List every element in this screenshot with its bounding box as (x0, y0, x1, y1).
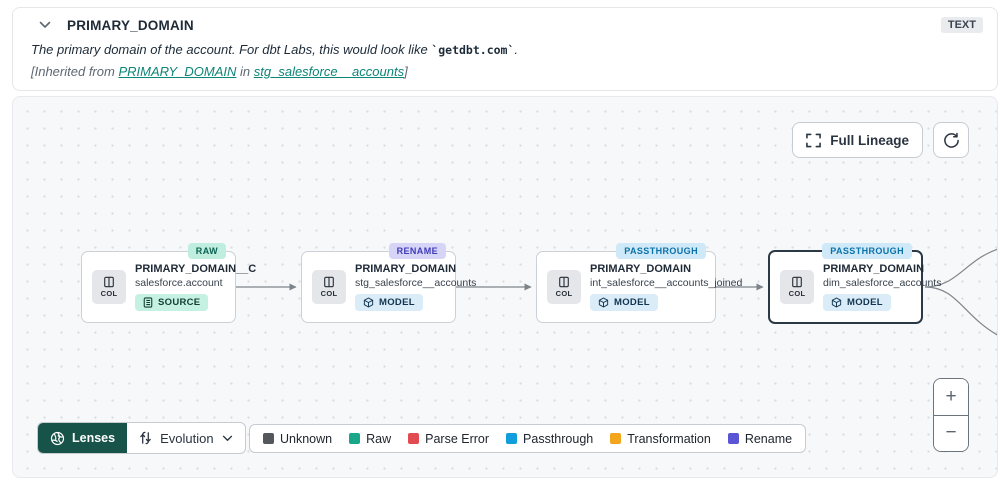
legend-item: Transformation (610, 432, 711, 446)
lenses-label: Lenses (72, 431, 116, 445)
legend-swatch (506, 433, 518, 444)
resource-type-badge: SOURCE (135, 294, 209, 311)
lens-control: Lenses Evolution (37, 422, 246, 454)
node-title: PRIMARY_DOMAIN (355, 263, 457, 275)
collapse-chevron-icon[interactable] (39, 21, 51, 29)
node-subtitle: dim_salesforce_accounts (823, 277, 942, 289)
columns-icon (559, 276, 569, 288)
column-description: The primary domain of the account. For d… (31, 42, 519, 57)
status-badge: PASSTHROUGH (616, 243, 706, 259)
node-title: PRIMARY_DOMAIN (823, 263, 925, 275)
zoom-in-button[interactable]: + (934, 379, 968, 416)
columns-icon (324, 276, 334, 288)
refresh-icon (943, 132, 960, 149)
full-lineage-button[interactable]: Full Lineage (792, 122, 923, 158)
refresh-button[interactable] (933, 122, 969, 158)
resource-type-badge: MODEL (355, 294, 423, 311)
status-badge: RAW (187, 243, 226, 259)
node-title: PRIMARY_DOMAIN__C (135, 263, 257, 275)
node-subtitle: int_salesforce__accounts_joined (590, 277, 743, 289)
fullscreen-icon (806, 133, 822, 148)
status-badge: RENAME (388, 243, 446, 259)
lineage-canvas[interactable]: Full Lineage RAW COL PRIMARY_DOMAIN__C s… (12, 96, 998, 478)
evolution-icon (140, 431, 151, 445)
model-icon (831, 297, 842, 308)
page-title: PRIMARY_DOMAIN (67, 17, 194, 33)
legend-item: Raw (349, 432, 391, 446)
column-details-panel: PRIMARY_DOMAIN TEXT The primary domain o… (12, 7, 998, 91)
column-chip: COL (312, 270, 346, 304)
legend-item: Rename (727, 432, 792, 446)
legend-item: Parse Error (408, 432, 489, 446)
status-badge: PASSTHROUGH (822, 243, 912, 259)
column-type-badge: TEXT (940, 17, 983, 33)
lens-aperture-icon (50, 431, 65, 445)
node-subtitle: stg_salesforce__accounts (355, 277, 477, 289)
columns-icon (104, 276, 114, 288)
column-chip: COL (92, 270, 126, 304)
columns-icon (792, 276, 802, 288)
legend-item: Passthrough (506, 432, 593, 446)
model-icon (598, 297, 609, 308)
lens-dropdown[interactable]: Evolution (127, 423, 244, 453)
lineage-node-selected[interactable]: PASSTHROUGH COL PRIMARY_DOMAIN dim_sales… (768, 243, 941, 324)
source-icon (143, 297, 153, 308)
lineage-node-staging[interactable]: RENAME COL PRIMARY_DOMAIN stg_salesforce… (301, 243, 476, 323)
node-subtitle: salesforce.account (135, 277, 223, 289)
inherited-from-note: [Inherited from PRIMARY_DOMAIN in stg_sa… (31, 64, 408, 79)
lens-legend: Unknown Raw Parse Error Passthrough Tran… (249, 424, 807, 453)
inline-code: `getdbt.com` (431, 43, 515, 57)
legend-swatch (727, 433, 739, 444)
lineage-node-intermediate[interactable]: PASSTHROUGH COL PRIMARY_DOMAIN int_sales… (536, 243, 742, 323)
inherited-column-link[interactable]: PRIMARY_DOMAIN (118, 64, 237, 79)
legend-swatch (610, 433, 622, 444)
selected-lens-label: Evolution (160, 430, 214, 446)
lineage-edges (236, 248, 997, 336)
resource-type-badge: MODEL (590, 294, 658, 311)
legend-item: Unknown (263, 432, 332, 446)
legend-swatch (408, 433, 420, 444)
full-lineage-label: Full Lineage (830, 132, 909, 148)
model-icon (363, 297, 374, 308)
legend-swatch (349, 433, 361, 444)
zoom-out-button[interactable]: − (934, 415, 968, 451)
legend-swatch (263, 433, 274, 444)
lenses-button[interactable]: Lenses (38, 423, 128, 453)
column-chip: COL (780, 270, 814, 304)
inherited-model-link[interactable]: stg_salesforce__accounts (253, 64, 405, 79)
lineage-node-source[interactable]: RAW COL PRIMARY_DOMAIN__C salesforce.acc… (81, 243, 256, 323)
chevron-down-icon (222, 435, 232, 441)
zoom-control: + − (933, 378, 969, 452)
column-chip: COL (547, 270, 581, 304)
node-title: PRIMARY_DOMAIN (590, 263, 692, 275)
resource-type-badge: MODEL (823, 294, 891, 311)
